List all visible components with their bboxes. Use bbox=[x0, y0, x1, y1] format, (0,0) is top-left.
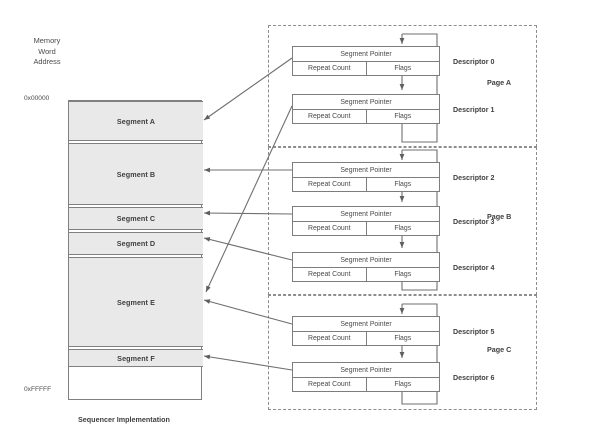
descriptor-label-2: Descriptor 2 bbox=[453, 174, 495, 182]
descriptor-fields-row: Repeat Count Flags bbox=[293, 268, 439, 281]
memory-word-address-label: Memory Word Address bbox=[18, 36, 76, 68]
memory-segment-a[interactable]: Segment A bbox=[69, 101, 203, 141]
wire-desc0-to-segment-a bbox=[203, 57, 293, 121]
memory-segment-c[interactable]: Segment C bbox=[69, 207, 203, 230]
descriptor-segment-pointer: Segment Pointer bbox=[293, 95, 439, 110]
memory-segment-e[interactable]: Segment E bbox=[69, 257, 203, 347]
descriptor-flags: Flags bbox=[394, 65, 412, 72]
wire-desc6-to-segment-f bbox=[203, 354, 293, 371]
segment-label: Segment C bbox=[116, 214, 156, 223]
descriptor-flags: Flags bbox=[394, 225, 412, 232]
page-label-b: Page B bbox=[487, 212, 512, 221]
descriptor-label-1: Descriptor 1 bbox=[453, 106, 495, 114]
address-top: 0x00000 bbox=[24, 95, 50, 102]
descriptor-0[interactable]: Segment Pointer Repeat Count Flags bbox=[292, 46, 440, 76]
descriptor-fields-row: Repeat Count Flags bbox=[293, 332, 439, 345]
descriptor-segment-pointer: Segment Pointer bbox=[293, 47, 439, 62]
memory-segment-d[interactable]: Segment D bbox=[69, 232, 203, 255]
descriptor-flags: Flags bbox=[394, 271, 412, 278]
chain-loop-page-c bbox=[401, 303, 438, 405]
descriptor-repeat-count: Repeat Count bbox=[293, 332, 367, 345]
descriptor-3[interactable]: Segment Pointer Repeat Count Flags bbox=[292, 206, 440, 236]
descriptor-2[interactable]: Segment Pointer Repeat Count Flags bbox=[292, 162, 440, 192]
descriptor-fields-row: Repeat Count Flags bbox=[293, 222, 439, 235]
descriptor-fields-row: Repeat Count Flags bbox=[293, 178, 439, 191]
page-region-b bbox=[268, 147, 537, 295]
segment-label: Segment D bbox=[116, 239, 156, 248]
descriptor-label-6: Descriptor 6 bbox=[453, 374, 495, 382]
descriptor-repeat-count: Repeat Count bbox=[293, 222, 367, 235]
descriptor-fields-row: Repeat Count Flags bbox=[293, 62, 439, 75]
descriptor-segment-pointer: Segment Pointer bbox=[293, 253, 439, 268]
wire-desc5-to-segment-e bbox=[203, 299, 293, 325]
axis-label-line-3: Address bbox=[33, 57, 61, 66]
descriptor-flags: Flags bbox=[394, 381, 412, 388]
page-label-a: Page A bbox=[487, 78, 512, 87]
segment-label: Segment E bbox=[116, 297, 156, 307]
page-region-c bbox=[268, 295, 537, 410]
address-bottom: 0xFFFFF bbox=[24, 386, 52, 393]
wire-desc3-to-segment-c bbox=[203, 210, 293, 216]
segment-label: Segment A bbox=[116, 116, 156, 126]
memory-segment-f[interactable]: Segment F bbox=[69, 349, 203, 367]
segment-label: Segment B bbox=[116, 169, 156, 179]
descriptor-label-0: Descriptor 0 bbox=[453, 58, 495, 66]
descriptor-5[interactable]: Segment Pointer Repeat Count Flags bbox=[292, 316, 440, 346]
memory-map: Segment A Segment B Segment C Segment D … bbox=[68, 100, 203, 400]
descriptor-flags: Flags bbox=[394, 181, 412, 188]
descriptor-segment-pointer: Segment Pointer bbox=[293, 363, 439, 378]
descriptor-fields-row: Repeat Count Flags bbox=[293, 110, 439, 123]
figure-caption: Sequencer Implementation bbox=[78, 415, 170, 424]
descriptor-segment-pointer: Segment Pointer bbox=[293, 207, 439, 222]
descriptor-label-3: Descriptor 3 bbox=[453, 218, 495, 226]
descriptor-repeat-count: Repeat Count bbox=[293, 178, 367, 191]
segment-label: Segment F bbox=[117, 353, 155, 363]
descriptor-6[interactable]: Segment Pointer Repeat Count Flags bbox=[292, 362, 440, 392]
descriptor-flags: Flags bbox=[394, 113, 412, 120]
axis-label-line-1: Memory bbox=[33, 36, 61, 45]
descriptor-repeat-count: Repeat Count bbox=[293, 62, 367, 75]
descriptor-repeat-count: Repeat Count bbox=[293, 110, 367, 123]
descriptor-label-5: Descriptor 5 bbox=[453, 328, 495, 336]
axis-label-line-2: Word bbox=[38, 46, 56, 56]
descriptor-fields-row: Repeat Count Flags bbox=[293, 378, 439, 391]
descriptor-segment-pointer: Segment Pointer bbox=[293, 317, 439, 332]
wire-desc4-to-segment-d bbox=[203, 237, 293, 261]
descriptor-flags: Flags bbox=[394, 335, 412, 342]
descriptor-segment-pointer: Segment Pointer bbox=[293, 163, 439, 178]
page-label-c: Page C bbox=[487, 345, 512, 354]
memory-segment-b[interactable]: Segment B bbox=[69, 143, 203, 205]
descriptor-1[interactable]: Segment Pointer Repeat Count Flags bbox=[292, 94, 440, 124]
page-region-a bbox=[268, 25, 537, 147]
wire-desc1-to-segment-e bbox=[205, 105, 293, 293]
descriptor-repeat-count: Repeat Count bbox=[293, 378, 367, 391]
descriptor-4[interactable]: Segment Pointer Repeat Count Flags bbox=[292, 252, 440, 282]
chain-loop-page-a bbox=[401, 33, 438, 143]
descriptor-repeat-count: Repeat Count bbox=[293, 268, 367, 281]
chain-loop-page-b bbox=[401, 149, 438, 291]
descriptor-label-4: Descriptor 4 bbox=[453, 264, 495, 272]
